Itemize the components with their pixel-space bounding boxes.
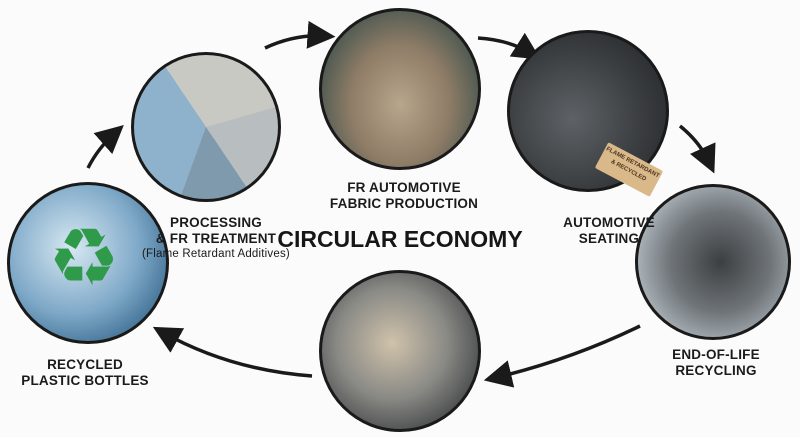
label-line2: & FR TREATMENT [155, 231, 277, 246]
fabric-production-image [319, 8, 481, 170]
arrow-processing-to-fabric [264, 20, 336, 50]
recovered-materials-image [319, 270, 481, 432]
label-line1: AUTOMOTIVE [563, 215, 655, 230]
processing-image [131, 52, 281, 202]
arrow-eol-to-materials [483, 324, 641, 388]
label-line2: FABRIC PRODUCTION [329, 196, 479, 211]
end-of-life-image [635, 184, 791, 340]
label-line2: PLASTIC BOTTLES [21, 373, 149, 388]
arrow-fabric-to-seating [477, 32, 541, 60]
label-line2: RECYCLING [675, 363, 757, 378]
recycle-icon: ♻ [48, 213, 120, 302]
label-note: (Flame Retardant Additives) [142, 248, 290, 260]
label-line1: RECYCLED [47, 357, 123, 372]
arrow-seating-to-eol [678, 124, 716, 174]
label-line1: END-OF-LIFE [672, 347, 760, 362]
label-line2: SEATING [578, 231, 640, 246]
arrow-bottles-to-processing [86, 125, 124, 169]
label-line1: PROCESSING [169, 215, 263, 230]
recycled-bottles-image: ♻ [7, 182, 169, 344]
diagram-title: CIRCULAR ECONOMY [277, 226, 523, 252]
label-line1: FR AUTOMOTIVE [347, 180, 461, 195]
arrow-materials-to-bottles [152, 326, 313, 378]
label-processing: PROCESSING& FR TREATMENT (Flame Retardant… [142, 215, 290, 261]
